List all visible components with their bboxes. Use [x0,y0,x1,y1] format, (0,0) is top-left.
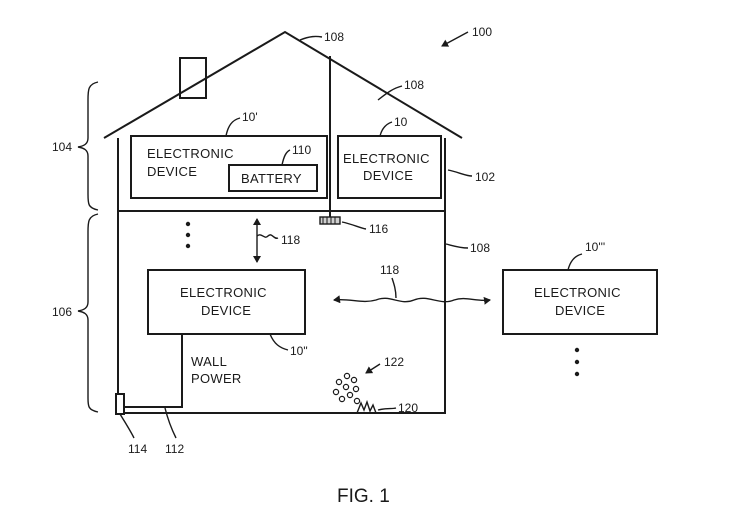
fire-leader [377,407,397,411]
system-arrow [441,31,469,47]
roof-right-leader [377,85,403,101]
wall-power-line2: POWER [191,371,242,386]
device-upper-left: ELECTRONIC DEVICE BATTERY [130,135,328,199]
ref-link-vertical: 118 [281,233,300,247]
roof [103,30,463,139]
device-outside-line2: DEVICE [555,303,605,318]
smoke-bubble [335,378,343,386]
link-vertical: 118 [253,218,300,263]
wiring-leader [164,407,177,439]
device-lower-line2: DEVICE [201,303,251,318]
battery-box [228,164,318,192]
smoke-bubble [338,395,346,403]
ellipsis-dot [185,221,191,227]
ref-device-upper-left: 10' [242,110,258,124]
link-horizontal: 118 [333,263,491,305]
ref-hub: 116 [369,222,388,236]
ellipsis-dot [574,359,580,365]
house-walls [117,138,446,414]
ref-wiring: 112 [165,442,184,456]
device-outside: ELECTRONIC DEVICE 10''' [502,240,658,377]
wall-power: WALL POWER 114 112 [115,334,242,456]
device-upper-right-line2: DEVICE [363,168,413,183]
ref-wall-right: 108 [470,241,490,255]
ref-link-horizontal: 118 [380,263,399,277]
wall-right-leader [445,243,469,249]
smoke-bubble [352,385,360,393]
ellipsis-dot [185,243,191,249]
device-lower-box [147,269,306,335]
device-upper-right: ELECTRONIC DEVICE [337,135,442,199]
house [103,30,463,414]
battery-label: BATTERY [241,171,302,186]
smoke-bubble [342,383,350,391]
device-outside-leader [567,253,583,271]
ellipsis-left [185,221,191,249]
link-horizontal-arrow [333,295,491,305]
ref-wall-roof: 108 [404,78,424,92]
ref-outlet: 114 [128,442,147,456]
device-lower-leader [269,333,289,351]
ref-system: 100 [472,25,492,39]
ref-house: 102 [475,170,495,184]
outlet [115,393,125,415]
device-upper-left-leader [225,117,241,137]
ref-device-outside: 10''' [585,240,605,254]
device-upper-right-box [337,135,442,199]
ref-upper-level: 104 [52,140,72,154]
smoke-bubble [343,372,351,380]
smoke-bubble [332,388,340,396]
lower-level-bracket [77,213,99,413]
device-lower-line1: ELECTRONIC [180,285,267,300]
smoke-arrow [365,363,381,374]
device-upper-left-line1: ELECTRONIC [147,146,234,161]
ellipsis-dot [574,371,580,377]
roof-peak-leader [299,35,323,41]
device-upper-right-line1: ELECTRONIC [343,151,430,166]
battery-leader [281,149,291,166]
link-horizontal-leader [391,277,397,299]
smoke-bubble [346,391,354,399]
level-brackets: 104 106 [52,81,99,413]
wall-power-line1: WALL [191,354,227,369]
smoke-bubble [350,376,358,384]
hub-box [319,216,341,225]
ellipsis-dot [185,232,191,238]
device-outside-box [502,269,658,335]
device-upper-right-leader [379,121,393,137]
upper-level-bracket [77,81,99,211]
ref-lower-level: 106 [52,305,72,319]
ref-battery: 110 [292,143,311,157]
hub: 116 [319,216,388,236]
fire: 120 [356,399,418,415]
ref-device-lower: 10" [290,344,308,358]
smoke: 122 [332,355,404,405]
ref-device-upper-right: 10 [394,115,408,129]
ref-fire: 120 [398,401,418,415]
ellipsis-dot [574,347,580,353]
device-upper-left-line2: DEVICE [147,164,197,179]
reference-labels: 108 108 10' 110 10 102 108 100 [225,25,495,255]
ref-smoke: 122 [384,355,404,369]
outlet-leader [119,413,135,439]
device-outside-line1: ELECTRONIC [534,285,621,300]
house-leader [447,169,473,177]
ref-wall-top: 108 [324,30,344,44]
power-wire [125,334,183,408]
smoke-bubble [353,397,361,405]
fire-flame [356,399,377,414]
hub-leader [341,221,367,230]
link-vertical-squiggle [256,234,279,240]
device-lower: ELECTRONIC DEVICE 10" [147,269,308,358]
figure-caption: FIG. 1 [337,486,390,507]
